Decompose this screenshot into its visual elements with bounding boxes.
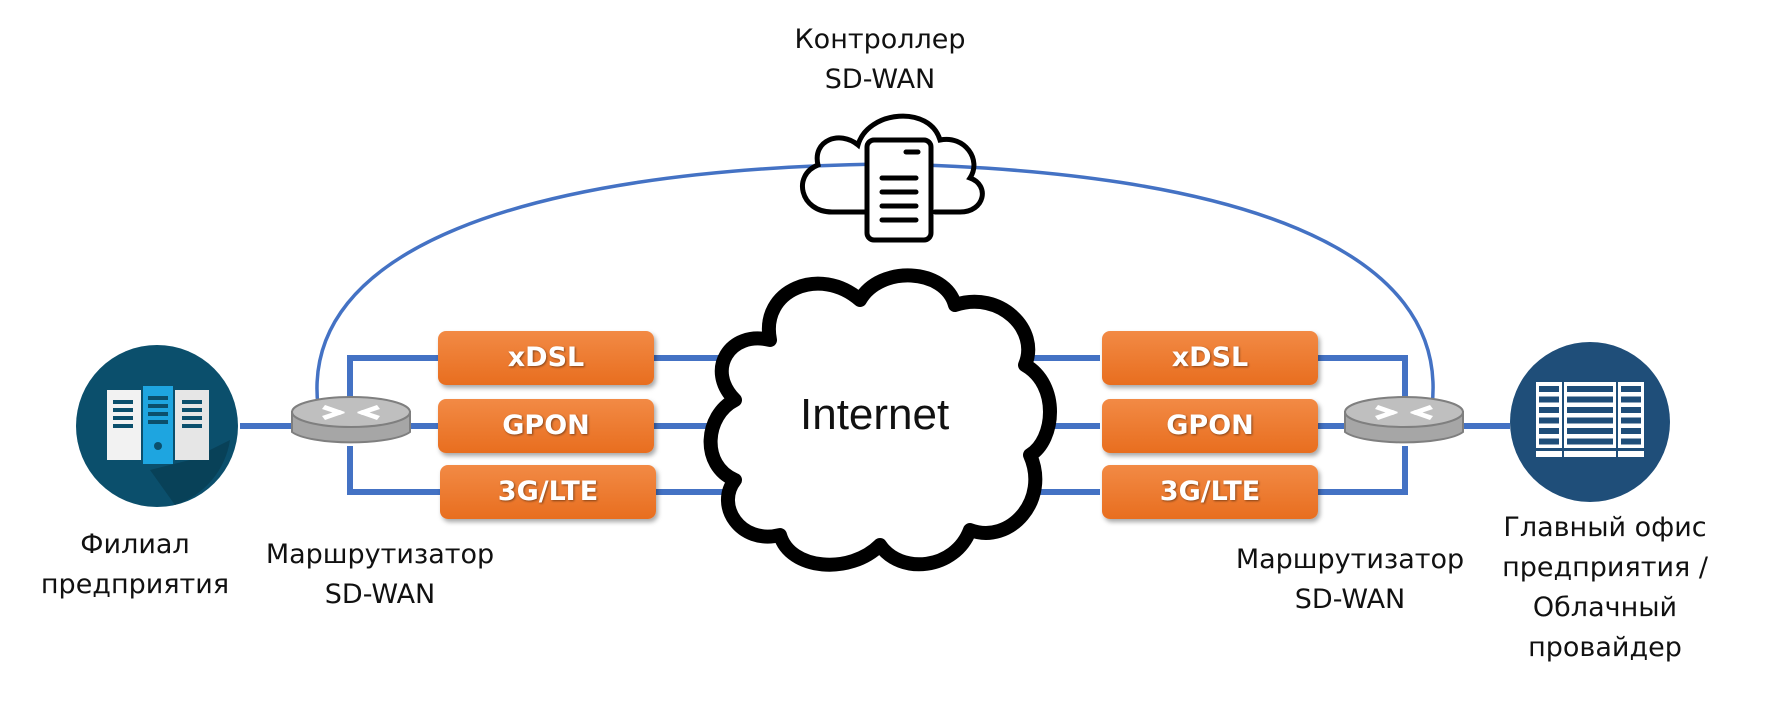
rack-unit: [1621, 407, 1641, 413]
internet-cloud-icon: [703, 268, 1057, 572]
controller-cloud-server-icon: [799, 113, 985, 243]
rack-unit: [1567, 386, 1613, 392]
left-router-icon: [291, 396, 411, 444]
branch-label-line: предприятия: [40, 569, 230, 600]
left-router-label: Маршрутизатор SD-WAN: [255, 535, 505, 615]
branch-label: Филиал предприятия: [20, 525, 250, 605]
rack-unit: [1621, 417, 1641, 424]
rack-unit: [1539, 438, 1559, 445]
controller-label-line: Контроллер: [794, 24, 966, 55]
datacenter-rack-icon: [1510, 342, 1670, 502]
rack-unit: [1621, 386, 1641, 392]
rack-unit: [1567, 428, 1613, 434]
rack-unit: [1567, 417, 1613, 424]
controller-label-line: SD-WAN: [824, 64, 936, 95]
right-router-label-line: SD-WAN: [1294, 584, 1406, 615]
rack-unit: [1621, 396, 1641, 403]
rack-unit: [1621, 428, 1641, 434]
right-link-3g-lte: 3G/LTE: [1102, 465, 1318, 519]
hq-label-line: предприятия /: [1502, 552, 1708, 583]
rack-unit: [1621, 438, 1641, 445]
rack-unit: [1567, 396, 1613, 403]
left-link-3g-lte: 3G/LTE: [440, 465, 656, 519]
left-link-gpon: GPON: [438, 399, 654, 453]
hq-label: Главный офис предприятия / Облачный пров…: [1480, 508, 1730, 668]
rack-unit: [1539, 417, 1559, 424]
rack-unit: [1539, 428, 1559, 434]
right-link-xdsl: xDSL: [1102, 331, 1318, 385]
controller-label: Контроллер SD-WAN: [780, 20, 980, 100]
right-router-icon: [1344, 396, 1464, 444]
right-link-gpon: GPON: [1102, 399, 1318, 453]
branch-servers-icon: [76, 345, 238, 507]
left-router-label-line: Маршрутизатор: [265, 539, 495, 570]
hq-label-line: провайдер: [1528, 632, 1682, 663]
hq-label-line: Главный офис: [1503, 512, 1707, 543]
left-wiring: [240, 355, 740, 495]
rack-unit: [1539, 407, 1559, 413]
internet-label: Internet: [800, 390, 950, 439]
rack-unit: [1567, 438, 1613, 445]
rack-unit: [1567, 407, 1613, 413]
hq-label-line: Облачный: [1532, 592, 1678, 623]
left-router-label-line: SD-WAN: [324, 579, 436, 610]
branch-label-line: Филиал: [80, 529, 190, 560]
right-router-label: Маршрутизатор SD-WAN: [1225, 540, 1475, 620]
left-link-xdsl: xDSL: [438, 331, 654, 385]
rack-unit: [1539, 386, 1559, 392]
rack-unit: [1539, 396, 1559, 403]
right-router-label-line: Маршрутизатор: [1235, 544, 1465, 575]
